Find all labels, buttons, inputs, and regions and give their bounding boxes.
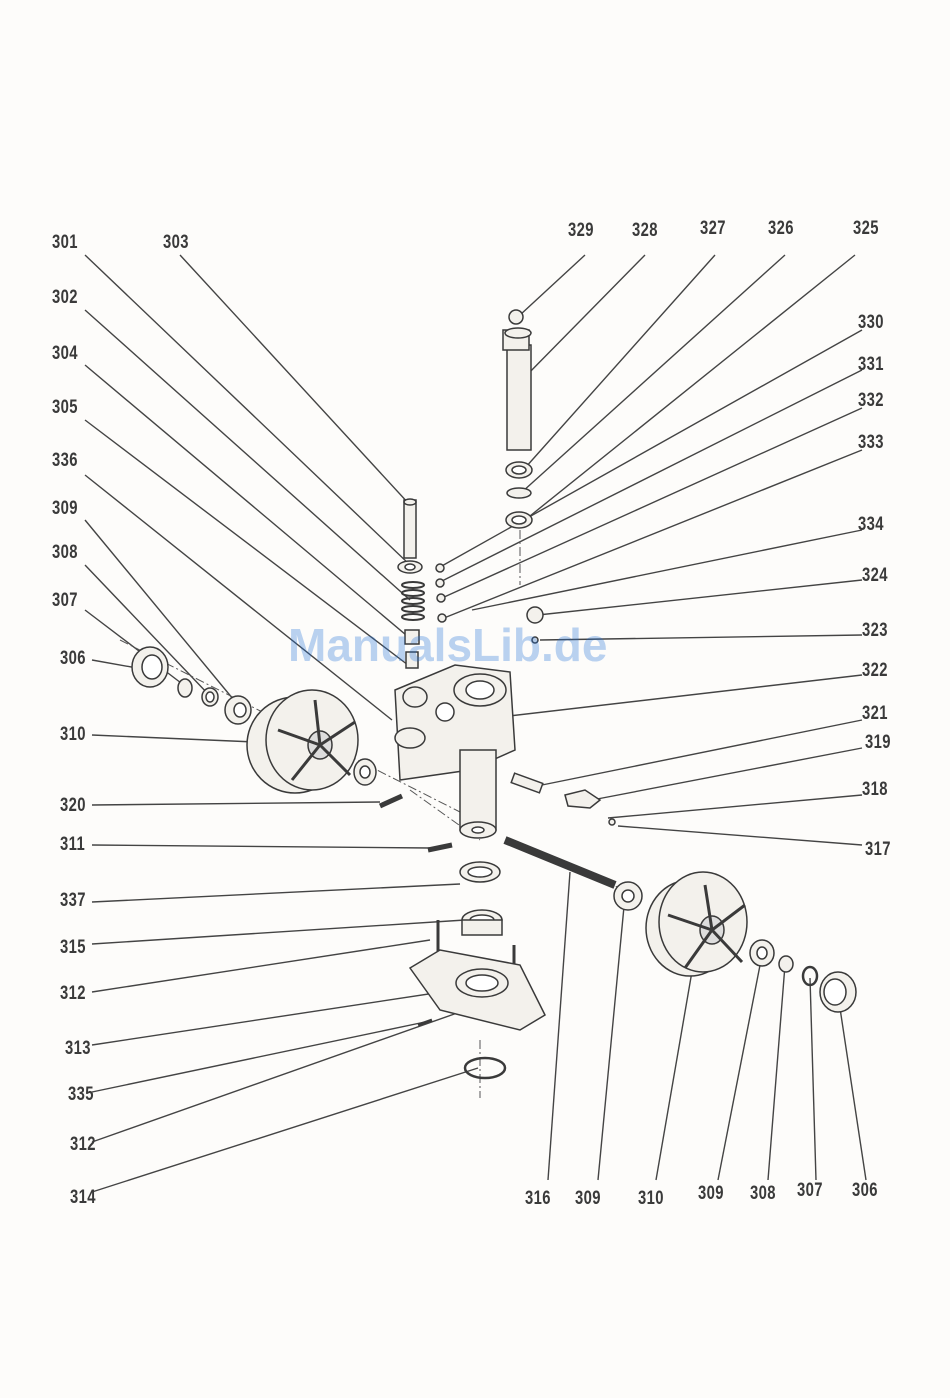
part-label-337: 337 <box>60 890 86 912</box>
watermark: ManualsLib.de <box>288 618 607 672</box>
part-label-318: 318 <box>862 779 888 801</box>
part-label-329: 329 <box>568 220 594 242</box>
part-label-309-left: 309 <box>52 498 78 520</box>
parts <box>132 310 856 1078</box>
part-label-321: 321 <box>862 703 888 725</box>
part-label-308-left: 308 <box>52 542 78 564</box>
part-label-313: 313 <box>65 1038 91 1060</box>
part-label-312-lower: 312 <box>70 1134 96 1156</box>
part-label-324: 324 <box>862 565 888 587</box>
part-label-317: 317 <box>865 839 891 861</box>
part-label-330: 330 <box>858 312 884 334</box>
part-label-306-right: 306 <box>852 1180 878 1202</box>
part-label-327: 327 <box>700 218 726 240</box>
part-label-310-right: 310 <box>638 1188 664 1210</box>
part-label-303: 303 <box>163 232 189 254</box>
part-label-334: 334 <box>858 514 884 536</box>
part-label-304: 304 <box>52 343 78 365</box>
part-label-322: 322 <box>862 660 888 682</box>
part-label-326: 326 <box>768 218 794 240</box>
part-label-336: 336 <box>52 450 78 472</box>
part-label-306-left: 306 <box>60 648 86 670</box>
part-label-333: 333 <box>858 432 884 454</box>
part-label-302: 302 <box>52 287 78 309</box>
part-label-309-bottom-b: 309 <box>698 1183 724 1205</box>
part-label-316: 316 <box>525 1188 551 1210</box>
part-label-310-left: 310 <box>60 724 86 746</box>
part-label-301: 301 <box>52 232 78 254</box>
part-label-319: 319 <box>865 732 891 754</box>
part-label-328: 328 <box>632 220 658 242</box>
part-label-331: 331 <box>858 354 884 376</box>
part-label-307-right: 307 <box>797 1180 823 1202</box>
part-label-308-right: 308 <box>750 1183 776 1205</box>
part-label-315: 315 <box>60 937 86 959</box>
centre-lines <box>120 530 640 1098</box>
part-label-309-bottom-a: 309 <box>575 1188 601 1210</box>
part-label-332: 332 <box>858 390 884 412</box>
part-label-314: 314 <box>70 1187 96 1209</box>
part-label-335: 335 <box>68 1084 94 1106</box>
part-label-325: 325 <box>853 218 879 240</box>
part-label-312-upper: 312 <box>60 983 86 1005</box>
part-label-323: 323 <box>862 620 888 642</box>
part-label-311: 311 <box>60 834 85 856</box>
part-label-307-left: 307 <box>52 590 78 612</box>
part-label-320: 320 <box>60 795 86 817</box>
part-label-305: 305 <box>52 397 78 419</box>
